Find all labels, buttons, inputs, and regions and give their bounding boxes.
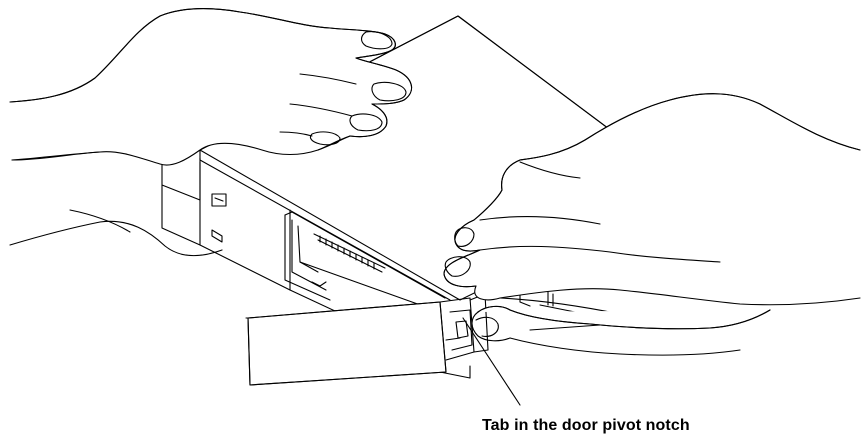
callout-label-tab-in-door-pivot-notch: Tab in the door pivot notch bbox=[482, 417, 690, 434]
right-hand bbox=[443, 93, 861, 356]
left-hand bbox=[9, 7, 413, 257]
callout-leader-line bbox=[462, 317, 521, 406]
door-panel bbox=[245, 293, 489, 386]
